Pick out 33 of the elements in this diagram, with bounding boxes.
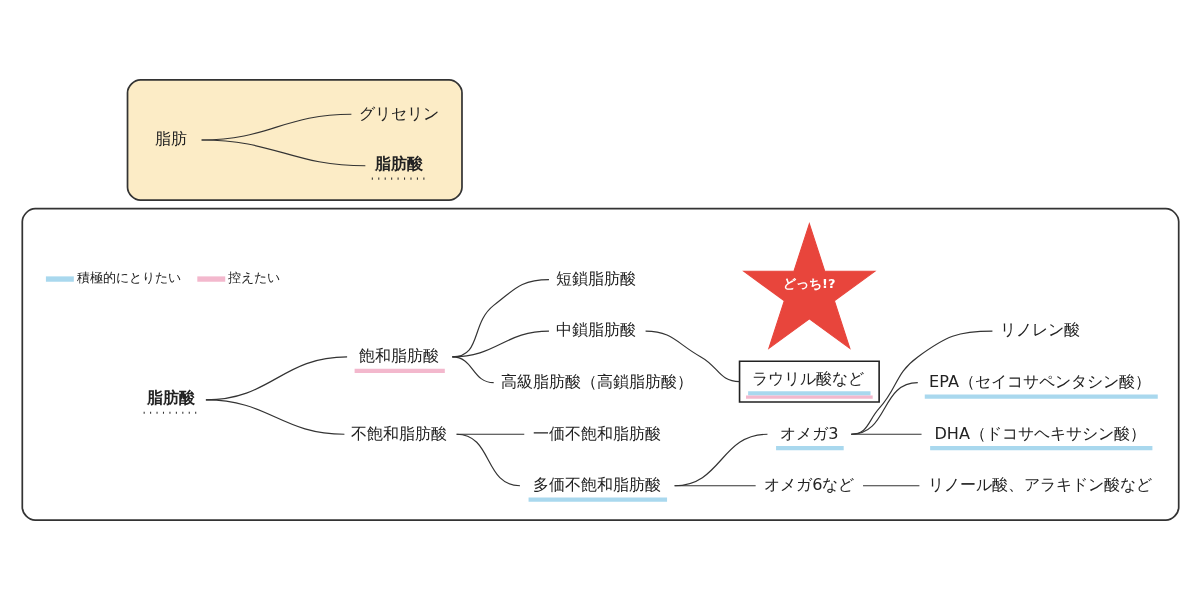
node-text: 脂肪: [154, 129, 187, 149]
legend-label: 積極的にとりたい: [76, 270, 181, 286]
connector: [673, 433, 768, 487]
node-text: 中鎖脂肪酸: [555, 320, 636, 340]
connector: [850, 330, 993, 435]
connector: [451, 330, 550, 358]
node-text: 飽和脂肪酸: [358, 346, 439, 366]
node-text: 多価不飽和脂肪酸: [532, 475, 661, 495]
connector: [204, 356, 348, 401]
node-text: 脂肪酸: [146, 388, 195, 408]
connector: [451, 356, 494, 384]
node-text: EPA（セイコサペンタシン酸）: [928, 371, 1151, 391]
node-text: 脂肪酸: [374, 154, 423, 173]
node-text: 高級脂肪酸（高鎖脂肪酸）: [500, 371, 693, 391]
cluster: [126, 79, 463, 201]
node-text: オメガ6など: [763, 475, 854, 495]
legend-label: 控えたい: [227, 270, 280, 286]
connector: [204, 399, 345, 435]
node-text: 短鎖脂肪酸: [555, 268, 636, 288]
node-text: 不飽和脂肪酸: [350, 423, 447, 443]
connector: [455, 433, 525, 435]
connector: [644, 330, 740, 383]
node-text: 一価不飽和脂肪酸: [532, 423, 661, 443]
node-text: グリセリン: [358, 103, 439, 123]
connector: [861, 485, 920, 487]
node-text: リノレン酸: [999, 320, 1080, 340]
node-box: ラウリル酸など: [738, 360, 880, 403]
connector: [451, 279, 550, 358]
node-text: オメガ3: [779, 423, 839, 443]
cluster: [20, 207, 1180, 521]
node-text: リノール酸、アラキドン酸など: [927, 475, 1152, 495]
connector: [200, 113, 352, 141]
node-text: DHA（ドコサヘキサシン酸）: [933, 423, 1146, 443]
